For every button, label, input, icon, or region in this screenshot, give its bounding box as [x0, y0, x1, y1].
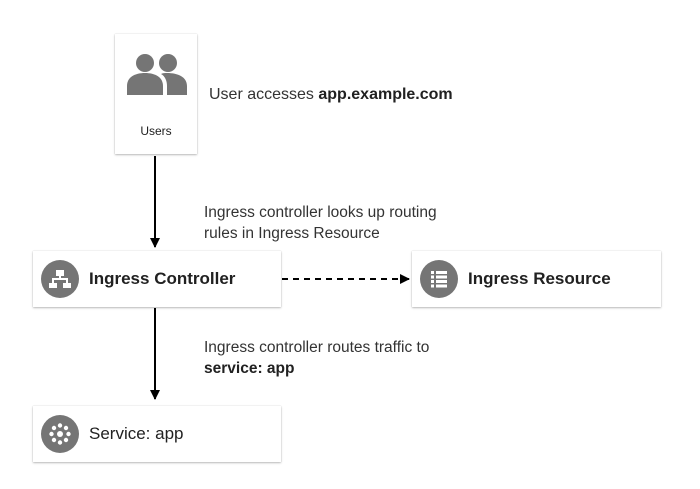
- route-caption: Ingress controller routes traffic to ser…: [204, 337, 429, 379]
- ingress-controller-label: Ingress Controller: [89, 269, 236, 288]
- users-label: Users: [140, 124, 172, 138]
- users-node[interactable]: Users: [115, 34, 197, 154]
- ingress-resource-label: Ingress Resource: [468, 269, 611, 288]
- service-node[interactable]: Service: app: [33, 406, 281, 462]
- user-access-caption: User accesses app.example.com: [209, 84, 453, 105]
- list-icon: [420, 260, 458, 298]
- ingress-resource-node[interactable]: Ingress Resource: [412, 251, 661, 307]
- service-label: Service: app: [89, 424, 184, 443]
- lookup-caption-line1: Ingress controller looks up routing: [204, 204, 437, 221]
- route-caption-line2: service: app: [204, 360, 295, 377]
- sitemap-icon: [41, 260, 79, 298]
- ingress-controller-node[interactable]: Ingress Controller: [33, 251, 281, 307]
- service-dots-icon: [41, 415, 79, 453]
- lookup-caption: Ingress controller looks up routing rule…: [204, 202, 437, 244]
- user-access-host: app.example.com: [318, 86, 453, 103]
- users-icon: [127, 54, 187, 95]
- route-caption-line1: Ingress controller routes traffic to: [204, 339, 430, 356]
- user-access-prefix: User accesses: [209, 86, 319, 103]
- lookup-caption-line2: rules in Ingress Resource: [204, 225, 380, 242]
